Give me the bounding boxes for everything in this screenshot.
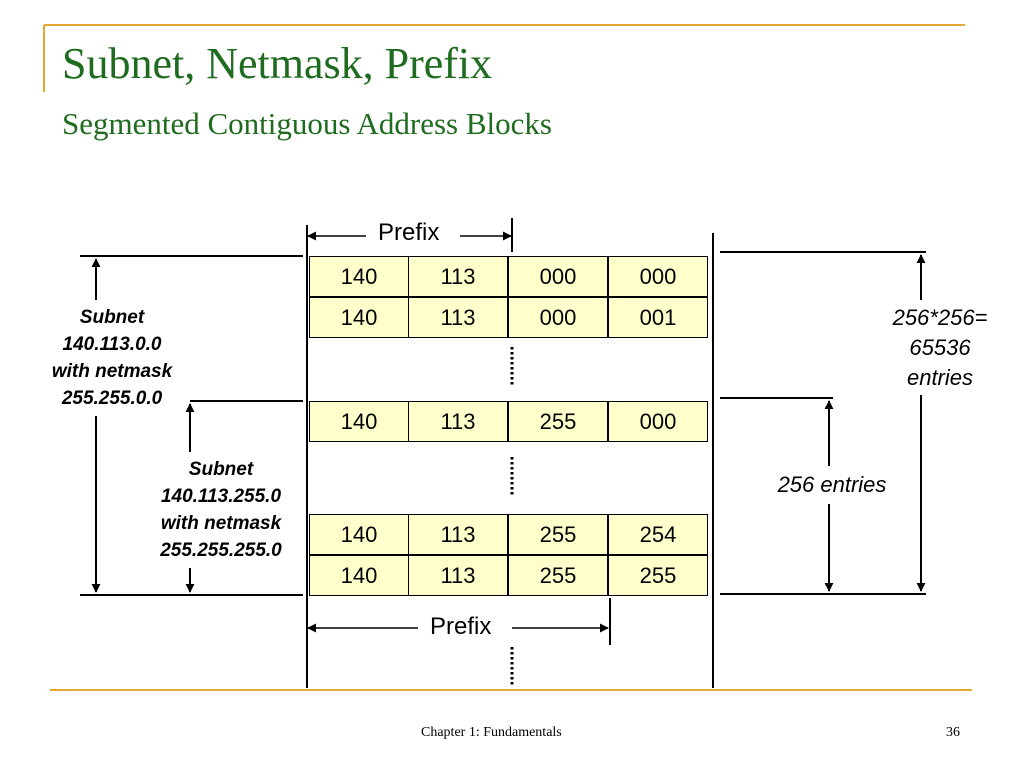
total-entries-line: entries [906, 365, 974, 390]
slide-title: Subnet, Netmask, Prefix [62, 39, 493, 88]
octet-cell: 255 [508, 514, 608, 555]
octet-cell: 255 [508, 555, 608, 596]
octet-cell: 140 [309, 401, 409, 442]
subnet-a-label: Subnet 140.113.0.0 with netmask 255.255.… [20, 304, 204, 412]
subnet-b-label: Subnet 140.113.255.0 with netmask 255.25… [118, 456, 324, 564]
octet-cell: 140 [309, 514, 409, 555]
octet-cell: 113 [408, 514, 508, 555]
subnet-b-line: with netmask [160, 513, 282, 534]
total-entries-line: 65536 [909, 335, 971, 360]
octet-cell: 113 [408, 297, 508, 338]
octet-cell: 000 [508, 297, 608, 338]
octet-cell: 140 [309, 256, 409, 297]
total-entries-line: 256*256= [892, 305, 988, 330]
octet-cell: 254 [608, 514, 708, 555]
subnet-a-line: Subnet [79, 307, 145, 328]
octet-cell: 113 [408, 555, 508, 596]
subnet-a-line: with netmask [51, 361, 173, 382]
octet-cell: 113 [408, 256, 508, 297]
total-entries-label: 256*256= 65536 entries [870, 303, 1010, 393]
octet-cell: 140 [309, 555, 409, 596]
octet-cell: 001 [608, 297, 708, 338]
page-number: 36 [946, 725, 960, 740]
subnet-b-line: Subnet [188, 459, 254, 480]
octet-cell: 255 [608, 555, 708, 596]
octet-cell: 140 [309, 297, 409, 338]
subnet-entries-label: 256 entries [777, 472, 887, 497]
prefix-label-bottom: Prefix [430, 613, 492, 640]
octet-cell: 000 [508, 256, 608, 297]
octet-cell: 113 [408, 401, 508, 442]
subnet-a-line: 255.255.0.0 [61, 388, 163, 409]
subnet-a-line: 140.113.0.0 [62, 334, 162, 355]
slide-subtitle: Segmented Contiguous Address Blocks [62, 106, 552, 141]
footer-chapter: Chapter 1: Fundamentals [421, 725, 562, 740]
subnet-b-line: 255.255.255.0 [160, 540, 282, 561]
prefix-label-top: Prefix [378, 219, 440, 246]
octet-cell: 255 [508, 401, 608, 442]
subnet-b-line: 140.113.255.0 [160, 486, 282, 507]
octet-cell: 000 [608, 256, 708, 297]
octet-cell: 000 [608, 401, 708, 442]
